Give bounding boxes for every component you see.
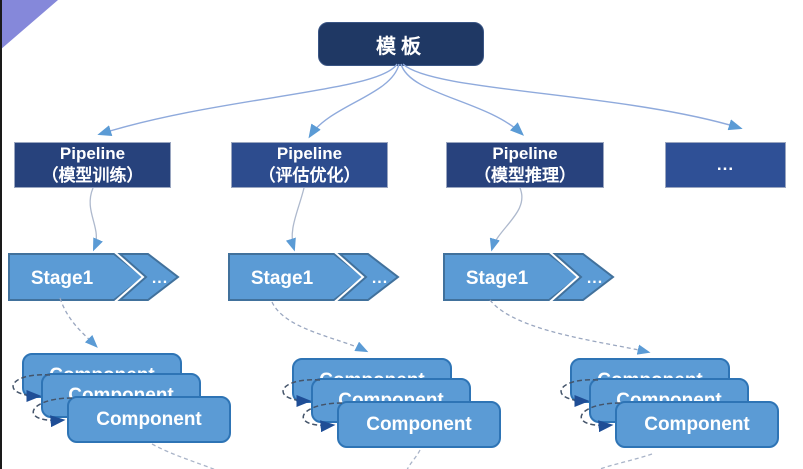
- pipeline-title: Pipeline: [59, 143, 126, 163]
- left-edge-strip: [0, 0, 2, 469]
- slide-corner-decoration: [0, 0, 58, 50]
- pipeline-node-training: Pipeline （模型训练）: [14, 142, 171, 188]
- component-label: Component: [96, 408, 202, 430]
- stage-more-label: ...: [152, 270, 168, 287]
- pipeline-subtitle: （模型训练）: [41, 166, 144, 185]
- pipeline-subtitle: （模型推理）: [474, 166, 576, 185]
- component-box: Component: [337, 401, 501, 448]
- pipeline-node-more: ...: [665, 142, 786, 188]
- stage-group-3: Stage1 ...: [443, 252, 618, 302]
- stage-group-1: Stage1 ...: [8, 252, 183, 302]
- stage-chevron-more: [337, 253, 400, 301]
- stage-more-label: ...: [587, 270, 603, 287]
- template-root-node: 模板: [318, 22, 484, 66]
- pipeline-title: Pipeline: [276, 143, 343, 163]
- component-label: Component: [644, 413, 750, 435]
- component-label: Component: [366, 413, 472, 435]
- component-stack-3: Component Component Component: [570, 358, 785, 458]
- stage-to-component-connectors: [59, 297, 651, 355]
- pipeline-title: Pipeline: [492, 143, 558, 163]
- pipeline-more-label: ...: [716, 154, 735, 174]
- pipeline-to-stage-connectors: [89, 187, 523, 252]
- pipeline-node-inference: Pipeline （模型推理）: [446, 142, 604, 188]
- pipeline-subtitle: （评估优化）: [258, 166, 361, 185]
- stage-label: Stage1: [251, 268, 314, 289]
- stage-label: Stage1: [466, 268, 529, 289]
- stage-label: Stage1: [31, 268, 94, 289]
- component-box: Component: [67, 396, 231, 443]
- component-stack-1: Component Component Component: [22, 353, 237, 453]
- component-box: Component: [615, 401, 779, 448]
- stage-more-label: ...: [372, 270, 388, 287]
- pipeline-node-evaluation: Pipeline （评估优化）: [231, 142, 388, 188]
- root-to-pipeline-connectors: [97, 63, 743, 139]
- template-root-label: 模板: [376, 35, 426, 58]
- component-stack-2: Component Component Component: [292, 358, 507, 458]
- stage-group-2: Stage1 ...: [228, 252, 403, 302]
- stage-chevron-more: [117, 253, 180, 301]
